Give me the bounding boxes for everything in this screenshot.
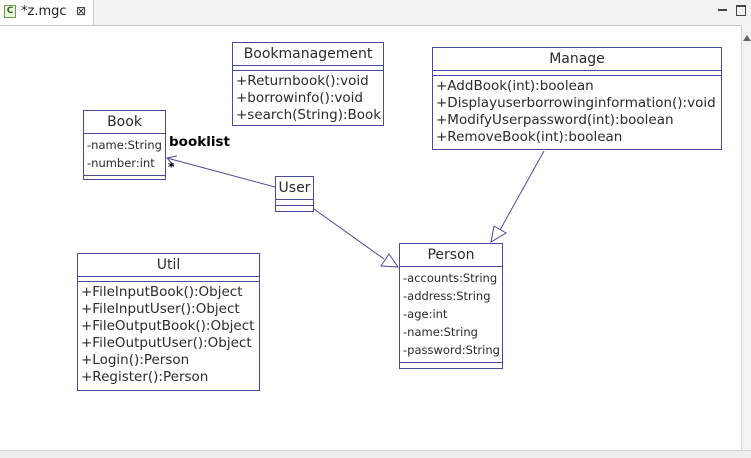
attribute[interactable]: -name:String (87, 138, 162, 152)
class-attributes (276, 200, 313, 206)
generalization-user-person[interactable] (313, 208, 385, 260)
class-name: User (276, 177, 313, 200)
operation[interactable]: +FileOutputBook():Object (81, 318, 255, 334)
class-name: Util (78, 254, 259, 277)
operation[interactable]: +FileInputBook():Object (81, 284, 243, 300)
operation[interactable]: +Login():Person (81, 352, 190, 368)
operation[interactable]: +borrowinfo():void (236, 90, 363, 106)
maximize-icon[interactable] (734, 3, 748, 17)
class-user[interactable]: User (275, 176, 314, 212)
class-attributes (233, 66, 383, 71)
class-bookmanagement[interactable]: Bookmanagement +Returnbook():void +borro… (232, 42, 384, 126)
attribute[interactable]: -password:String (403, 343, 500, 357)
association-role-label: booklist (169, 134, 230, 150)
class-operations: +FileInputBook():Object +FileInputUser()… (78, 282, 259, 388)
association-arrowhead (166, 155, 178, 167)
class-operations: +AddBook(int):boolean +Displayuserborrow… (433, 76, 721, 148)
class-operations: +Returnbook():void +borrowinfo():void +s… (233, 71, 383, 126)
editor-tab-bar: C *z.mgc ⊠ (0, 0, 751, 26)
association-user-book[interactable] (166, 157, 276, 188)
class-attributes: -accounts:String -address:String -age:in… (400, 267, 502, 363)
operation[interactable]: +Returnbook():void (236, 73, 369, 89)
attribute[interactable]: -accounts:String (403, 271, 498, 285)
operation[interactable]: +search(String):Book (236, 107, 382, 123)
generalization-arrowhead-manage (490, 225, 507, 244)
operation[interactable]: +Displayuserborrowinginformation():void (436, 95, 716, 111)
class-name: Person (400, 244, 502, 267)
class-attributes (78, 277, 259, 282)
operation[interactable]: +Register():Person (81, 369, 209, 385)
class-attributes: -name:String -number:int (84, 134, 165, 176)
class-attributes (433, 71, 721, 76)
horizontal-scrollbar[interactable] (0, 450, 751, 458)
editor-tab[interactable]: C *z.mgc ⊠ (0, 0, 94, 25)
class-name: Book (84, 111, 165, 134)
attribute[interactable]: -address:String (403, 289, 491, 303)
class-name: Bookmanagement (233, 43, 383, 66)
minimize-icon[interactable] (716, 3, 730, 17)
generalization-manage-person[interactable] (499, 150, 545, 231)
class-operations (400, 363, 502, 368)
class-manage[interactable]: Manage +AddBook(int):boolean +Displayuse… (432, 47, 722, 150)
attribute[interactable]: -age:int (403, 307, 448, 321)
class-operations (84, 176, 165, 181)
class-person[interactable]: Person -accounts:String -address:String … (399, 243, 503, 369)
class-book[interactable]: Book -name:String -number:int (83, 110, 166, 180)
tab-title: *z.mgc (21, 4, 67, 19)
class-diagram-icon: C (4, 5, 16, 18)
attribute[interactable]: -number:int (87, 156, 155, 170)
generalization-arrowhead-user (380, 253, 399, 268)
class-name: Manage (433, 48, 721, 71)
operation[interactable]: +FileOutputUser():Object (81, 335, 252, 351)
operation[interactable]: +RemoveBook(int):boolean (436, 129, 623, 145)
class-operations (276, 206, 313, 210)
close-icon[interactable]: ⊠ (76, 4, 87, 18)
class-util[interactable]: Util +FileInputBook():Object +FileInputU… (77, 253, 260, 391)
attribute[interactable]: -name:String (403, 325, 478, 339)
operation[interactable]: +FileInputUser():Object (81, 301, 240, 317)
vertical-scrollbar[interactable] (741, 25, 751, 455)
scroll-up-icon[interactable] (743, 35, 751, 41)
operation[interactable]: +AddBook(int):boolean (436, 78, 594, 94)
relationship-lines (166, 150, 545, 268)
diagram-canvas[interactable]: booklist * Bookmanagement +Returnbook():… (0, 26, 741, 450)
operation[interactable]: +ModifyUserpassword(int):boolean (436, 112, 674, 128)
association-multiplicity-label: * (168, 160, 175, 174)
